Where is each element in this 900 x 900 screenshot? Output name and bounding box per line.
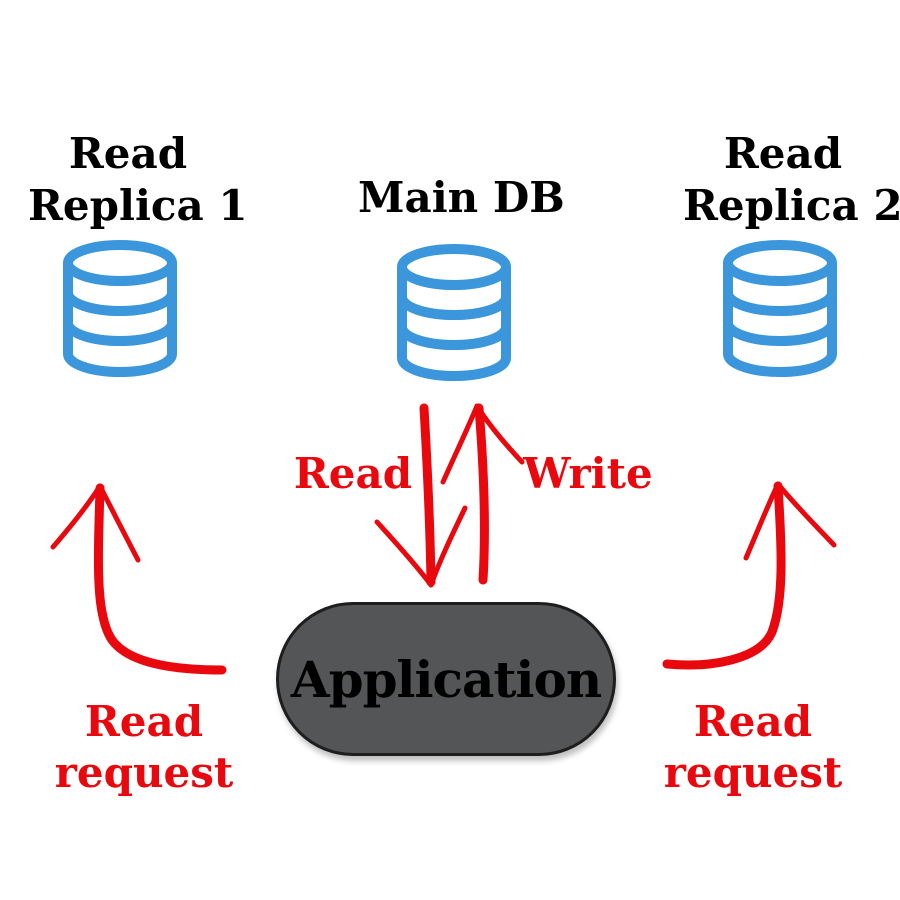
left-read-request-line2: request bbox=[54, 748, 234, 797]
main-db-title: Main DB bbox=[358, 173, 565, 222]
replica-2-title-line1: Read bbox=[723, 129, 843, 178]
left-read-request-arrow bbox=[50, 483, 227, 675]
replica-1-title-line1: Read bbox=[68, 129, 188, 178]
application-node: Application bbox=[276, 602, 616, 756]
write-arrow-up bbox=[440, 403, 525, 585]
replica-2-title-line2: Replica 2 bbox=[683, 181, 900, 230]
main-write-label: Write bbox=[523, 449, 653, 498]
left-read-request-line1: Read bbox=[84, 697, 204, 746]
main-db-database-icon bbox=[397, 244, 511, 381]
application-label: Application bbox=[290, 649, 602, 709]
right-read-request-line2: request bbox=[663, 748, 843, 797]
right-read-request-arrow bbox=[662, 481, 837, 670]
right-read-request-line1: Read bbox=[693, 697, 813, 746]
read-arrow-down bbox=[374, 403, 468, 588]
replica-1-database-icon bbox=[63, 240, 177, 377]
replica-2-database-icon bbox=[723, 240, 837, 377]
main-read-label: Read bbox=[293, 449, 413, 498]
replica-1-title-line2: Replica 1 bbox=[28, 181, 248, 230]
